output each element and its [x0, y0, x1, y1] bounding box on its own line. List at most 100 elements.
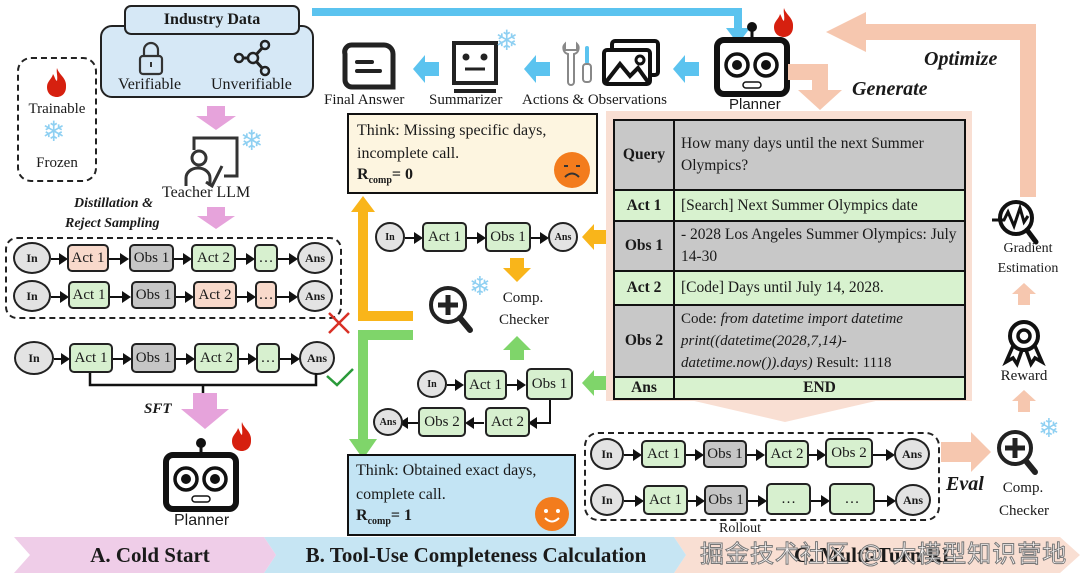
- row-head: Obs 1: [613, 220, 675, 272]
- watermark: 掘金技术社区 @ 大模型知识营地: [699, 540, 1068, 569]
- blue-flow-arrow: [312, 8, 750, 44]
- think-complete-line2: complete call.: [356, 486, 446, 503]
- code-text: from datetime import datetime print((dat…: [681, 311, 903, 371]
- row-head: Ans: [613, 376, 675, 400]
- trainable-label: Trainable: [28, 101, 86, 117]
- reject-x-icon: [328, 312, 350, 334]
- tools-icon: [562, 41, 592, 86]
- incomplete-flow-arrow: [351, 196, 413, 321]
- node-obs1: Obs 1: [129, 244, 174, 272]
- node-ellipsis: …: [829, 483, 875, 515]
- node-in: In: [375, 222, 405, 252]
- node-obs1: Obs 1: [131, 343, 176, 373]
- distillation-label: Distillation &: [74, 196, 153, 211]
- think-incomplete-line2: incomplete call.: [357, 145, 460, 162]
- row-text: - 2028 Los Angeles Summer Olympics: July…: [673, 220, 966, 272]
- pink-arrow: [197, 207, 235, 229]
- node-ans: Ans: [297, 280, 333, 312]
- r-subscript: comp: [368, 175, 392, 187]
- node-in: In: [590, 438, 624, 470]
- final-answer-label: Final Answer: [324, 92, 405, 108]
- phase-banners: [14, 537, 1080, 573]
- fire-icon: [774, 8, 794, 37]
- node-obs2: Obs 2: [825, 438, 873, 468]
- planner-robot-icon: [714, 22, 790, 97]
- gradient-estimation-icon: [992, 200, 1039, 245]
- orange-arrow-left: [582, 224, 606, 250]
- generate-arrow: [788, 64, 842, 110]
- node-ellipsis: …: [256, 343, 280, 373]
- lock-icon: [138, 41, 164, 76]
- table-row: Act 1 [Search] Next Summer Olympics date: [613, 189, 966, 222]
- banner-cold-start: A. Cold Start: [90, 542, 210, 567]
- r-value: = 1: [390, 507, 413, 524]
- rollout-label: Rollout: [719, 521, 762, 536]
- node-obs1: Obs 1: [485, 222, 531, 252]
- optimize-arrow: [826, 12, 1036, 197]
- r-subscript: comp: [367, 516, 391, 528]
- planner-robot-icon: [163, 438, 239, 512]
- reward-comp-zero: Rcomp= 0: [357, 166, 413, 186]
- sft-label: SFT: [144, 401, 172, 417]
- node-act2: Act 2: [193, 281, 237, 309]
- node-obs2: Obs 2: [418, 407, 466, 437]
- checker-label-2: Checker: [999, 503, 1049, 519]
- blue-arrow-left: [524, 55, 550, 83]
- table-row: Obs 1 - 2028 Los Angeles Summer Olympics…: [613, 220, 966, 272]
- checker-label-1: Comp.: [502, 290, 544, 306]
- estimation-label: Estimation: [997, 261, 1059, 276]
- fire-icon: [232, 422, 252, 451]
- node-act2: Act 2: [191, 244, 236, 272]
- verifiable-label: Verifiable: [118, 76, 182, 93]
- reward-label: Reward: [1000, 368, 1048, 384]
- reward-medal-icon: [1002, 320, 1046, 368]
- node-act2: Act 2: [765, 440, 809, 468]
- network-icon: [233, 39, 271, 77]
- table-row: Obs 2 Code: from datetime import datetim…: [613, 304, 966, 378]
- frozen-label: Frozen: [36, 155, 78, 171]
- snowflake-icon: ❄: [469, 272, 491, 301]
- node-act1: Act 1: [464, 370, 507, 400]
- orange-arrow-down: [503, 258, 531, 282]
- sad-face-icon: [554, 152, 590, 188]
- summarizer-icon: [452, 41, 498, 93]
- node-ans: Ans: [297, 242, 333, 274]
- row-text: How many days until the next Summer Olym…: [673, 119, 966, 191]
- node-in: In: [14, 341, 54, 375]
- node-ans: Ans: [548, 222, 578, 252]
- pink-arrow: [196, 106, 236, 130]
- pink-arrow: [181, 393, 229, 429]
- gradient-label: Gradient: [1003, 241, 1053, 256]
- accept-check-icon: [326, 368, 354, 387]
- rollout-box: [584, 432, 940, 521]
- node-act2: Act 2: [194, 343, 239, 373]
- row-head: Act 2: [613, 270, 675, 306]
- teacher-label: Teacher LLM: [162, 184, 251, 201]
- r-symbol: R: [357, 166, 369, 183]
- node-act1: Act 1: [68, 281, 110, 309]
- node-act2: Act 2: [485, 407, 530, 437]
- node-act1: Act 1: [69, 343, 113, 373]
- summarizer-label: Summarizer: [429, 92, 503, 108]
- node-in: In: [13, 280, 51, 312]
- r-symbol: R: [356, 507, 368, 524]
- node-obs1: Obs 1: [704, 485, 748, 515]
- blue-arrow-left: [673, 55, 699, 83]
- snowflake-icon: ❄: [1038, 414, 1060, 443]
- row-text: END: [673, 376, 966, 400]
- sft-bracket: [88, 373, 318, 395]
- table-row: Ans END: [613, 376, 966, 400]
- complete-flow-arrow: [349, 330, 413, 459]
- node-ellipsis: …: [766, 483, 811, 515]
- checker-label-1: Comp.: [1002, 480, 1044, 496]
- node-ans: Ans: [373, 408, 403, 436]
- observations-image-icon: [602, 39, 660, 86]
- planner-label: Planner: [174, 512, 230, 529]
- table-row: Act 2 [Code] Days until July 14, 2028.: [613, 270, 966, 306]
- green-arrow-up: [503, 336, 531, 360]
- code-result: Result: 1118: [812, 355, 892, 371]
- completeness-checker-icon: [429, 286, 473, 333]
- eval-arrow: [941, 432, 991, 472]
- think-complete-line1: Think: Obtained exact days,: [356, 462, 537, 479]
- distillation-rollouts-box: [5, 237, 342, 319]
